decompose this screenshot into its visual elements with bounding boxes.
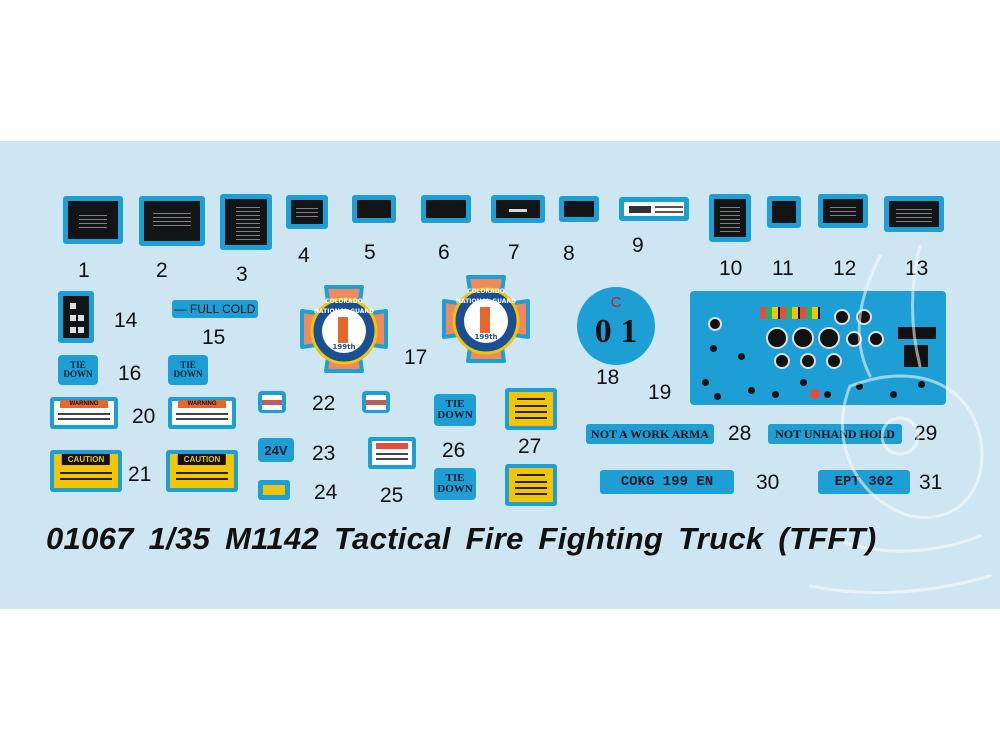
decal-number-20: 20 — [132, 405, 156, 428]
decal-29-not-unhand-hold: NOT UNHAND HOLD — [768, 424, 902, 444]
decal-number-26: 26 — [442, 439, 466, 462]
decal-13-plate — [884, 196, 944, 232]
decal-number-18: 18 — [596, 366, 620, 389]
emblem-top-text: COLORADO — [467, 288, 505, 295]
decal-14-plate — [58, 291, 94, 343]
decal-number-11: 11 — [772, 257, 794, 280]
instrument-gauge-icon — [826, 353, 842, 369]
decal-22-lights-b — [362, 391, 390, 413]
decal-7-plate — [491, 195, 545, 223]
instrument-gauge-icon — [818, 327, 840, 349]
decal-number-12: 12 — [833, 257, 857, 280]
emblem-ring-text: NATIONAL GUARD — [456, 298, 516, 305]
decal-30-cokg-199-en: COKG 199 EN — [600, 470, 734, 494]
decal-19-dashboard-panel — [690, 291, 946, 405]
decal-15-full-cold: — FULL COLD — [172, 300, 258, 318]
decal-20-warning-a: WARNING — [50, 397, 118, 429]
instrument-gauge-icon — [792, 327, 814, 349]
decal-number-19: 19 — [648, 381, 672, 404]
decal-number-7: 7 — [508, 241, 520, 264]
decal-number-3: 3 — [236, 263, 248, 286]
decal-number-8: 8 — [563, 242, 575, 265]
instrument-gauge-icon — [708, 317, 722, 331]
decal-number-27: 27 — [518, 435, 542, 458]
decal-number-15: 15 — [202, 326, 226, 349]
decal-21-caution-a: CAUTION — [50, 450, 122, 492]
decal-number-16: 16 — [118, 362, 142, 385]
emblem-ring-text: NATIONAL GUARD — [314, 308, 374, 315]
decal-27-caution-b — [505, 464, 557, 506]
decal-number-25: 25 — [380, 484, 404, 507]
decal-number-31: 31 — [919, 471, 943, 494]
instrument-gauge-icon — [766, 327, 788, 349]
emblem-top-text: COLORADO — [325, 298, 363, 305]
emblem-unit-text: 199th — [333, 343, 356, 351]
decal-number-14: 14 — [114, 309, 138, 332]
emblem-unit-text: 199th — [475, 333, 498, 341]
fire-department-maltese-cross-icon: COLORADO NATIONAL GUARD 199th — [442, 275, 530, 363]
decal-27-caution-a — [505, 388, 557, 430]
decal-28-not-a-work-arma: NOT A WORK ARMA — [586, 424, 714, 444]
decal-6-plate — [421, 195, 471, 223]
decal-11-plate — [767, 196, 801, 228]
decal-3-plate — [220, 194, 272, 250]
decal-8-plate — [559, 196, 599, 222]
decal-2-plate — [139, 196, 205, 246]
decal-number-24: 24 — [314, 481, 338, 504]
decal-number-1: 1 — [78, 259, 90, 282]
decal-number-28: 28 — [728, 422, 752, 445]
decal-number-22: 22 — [312, 392, 336, 415]
decal-number-10: 10 — [719, 257, 743, 280]
decal-number-9: 9 — [632, 234, 644, 257]
decal-number-5: 5 — [364, 241, 376, 264]
sheet-title: 01067 1/35 M1142 Tactical Fire Fighting … — [46, 521, 877, 556]
instrument-gauge-icon — [774, 353, 790, 369]
decal-23-voltage: 24V — [258, 438, 294, 462]
decal-number-29: 29 — [914, 422, 938, 445]
decal-22-lights-a — [258, 391, 286, 413]
instrument-gauge-icon — [868, 331, 884, 347]
decal-sheet: 1 2 3 4 5 6 7 8 9 10 11 12 13 14 — FULL … — [0, 141, 1000, 609]
decal-18-letter: C — [610, 294, 622, 311]
decal-number-17: 17 — [404, 346, 428, 369]
decal-number-30: 30 — [756, 471, 780, 494]
decal-4-plate — [286, 195, 328, 229]
instrument-gauge-icon — [800, 353, 816, 369]
decal-18-number: 0 1 — [594, 313, 638, 350]
decal-1-plate — [63, 196, 123, 244]
decal-number-6: 6 — [438, 241, 450, 264]
decal-number-21: 21 — [128, 463, 152, 486]
decal-number-23: 23 — [312, 442, 336, 465]
decal-25-caution — [368, 437, 416, 469]
decal-24-small — [258, 480, 290, 500]
decal-18-circle: C 0 1 — [577, 287, 655, 365]
instrument-gauge-icon — [834, 309, 850, 325]
decal-31-ept-302: EPT 302 — [818, 470, 910, 494]
decal-10-plate — [709, 194, 751, 242]
decal-20-warning-b: WARNING — [168, 397, 236, 429]
decal-number-2: 2 — [156, 259, 168, 282]
decal-12-plate — [818, 194, 868, 228]
decal-number-4: 4 — [298, 244, 310, 267]
rabbit-watermark-icon — [808, 244, 992, 595]
decal-21-caution-b: CAUTION — [166, 450, 238, 492]
fire-department-maltese-cross-icon: COLORADO NATIONAL GUARD 199th — [300, 285, 388, 373]
decal-5-plate — [352, 195, 396, 223]
decal-9-plate — [619, 197, 689, 221]
